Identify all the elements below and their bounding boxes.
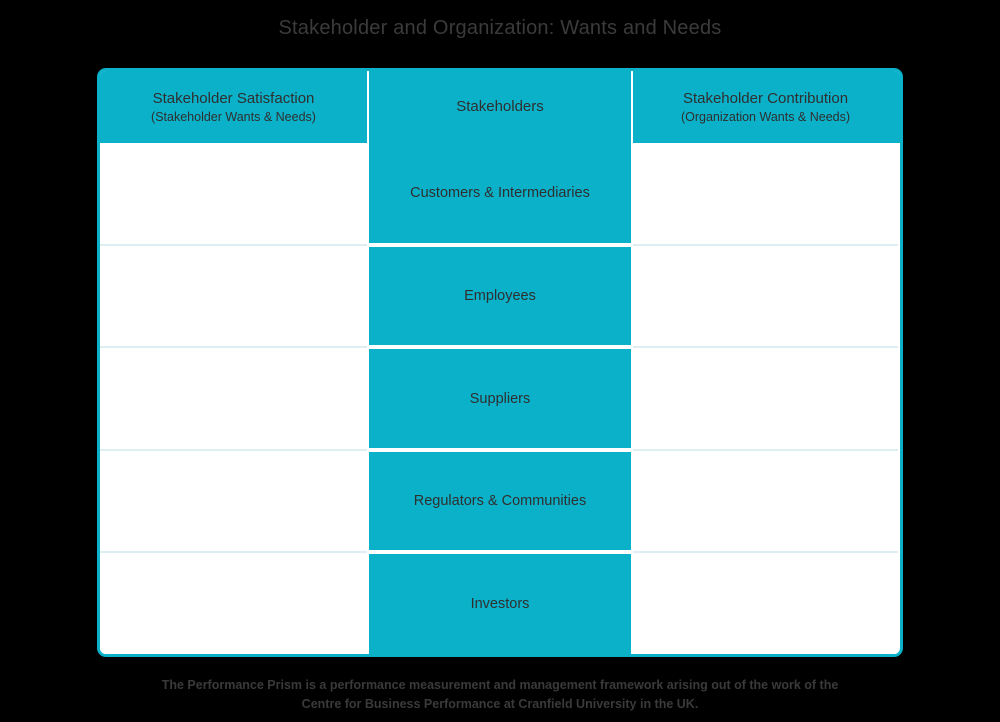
column-header-title: Stakeholder Satisfaction	[152, 90, 315, 107]
cell-satisfaction[interactable]	[100, 449, 367, 552]
cell-contribution[interactable]	[633, 245, 898, 348]
footnote-line-1: The Performance Prism is a performance m…	[161, 678, 839, 692]
table-body: Customers & Intermediaries Employees Sup…	[100, 143, 900, 654]
table-row: Regulators & Communities	[100, 449, 900, 552]
column-header-stakeholder-satisfaction: Stakeholder Satisfaction (Stakeholder Wa…	[100, 71, 367, 143]
table-row: Suppliers	[100, 347, 900, 450]
cell-stakeholder[interactable]: Suppliers	[367, 347, 633, 450]
cell-satisfaction[interactable]	[100, 143, 367, 246]
performance-prism-card: Stakeholder Satisfaction (Stakeholder Wa…	[97, 68, 903, 657]
cell-stakeholder[interactable]: Investors	[367, 551, 633, 654]
table-row: Customers & Intermediaries	[100, 143, 900, 246]
column-header-title: Stakeholders	[456, 98, 544, 115]
cell-stakeholder[interactable]: Employees	[367, 245, 633, 348]
cell-contribution[interactable]	[633, 347, 898, 450]
column-header-stakeholders: Stakeholders	[367, 71, 633, 143]
column-header-subtitle: (Stakeholder Wants & Needs)	[151, 110, 316, 124]
footnote: The Performance Prism is a performance m…	[0, 676, 1000, 714]
cell-stakeholder[interactable]: Customers & Intermediaries	[367, 143, 633, 246]
page-title: Stakeholder and Organization: Wants and …	[278, 17, 722, 39]
cell-satisfaction[interactable]	[100, 551, 367, 654]
table-row: Employees	[100, 245, 900, 348]
footnote-line-2: Centre for Business Performance at Cranf…	[301, 697, 699, 711]
cell-stakeholder[interactable]: Regulators & Communities	[367, 449, 633, 552]
table-header-row: Stakeholder Satisfaction (Stakeholder Wa…	[100, 71, 900, 143]
cell-satisfaction[interactable]	[100, 245, 367, 348]
column-header-stakeholder-contribution: Stakeholder Contribution (Organization W…	[633, 71, 898, 143]
cell-contribution[interactable]	[633, 449, 898, 552]
column-header-subtitle: (Organization Wants & Needs)	[680, 110, 851, 124]
table-row: Investors	[100, 551, 900, 654]
cell-satisfaction[interactable]	[100, 347, 367, 450]
cell-contribution[interactable]	[633, 143, 898, 246]
column-header-title: Stakeholder Contribution	[682, 90, 849, 107]
cell-contribution[interactable]	[633, 551, 898, 654]
